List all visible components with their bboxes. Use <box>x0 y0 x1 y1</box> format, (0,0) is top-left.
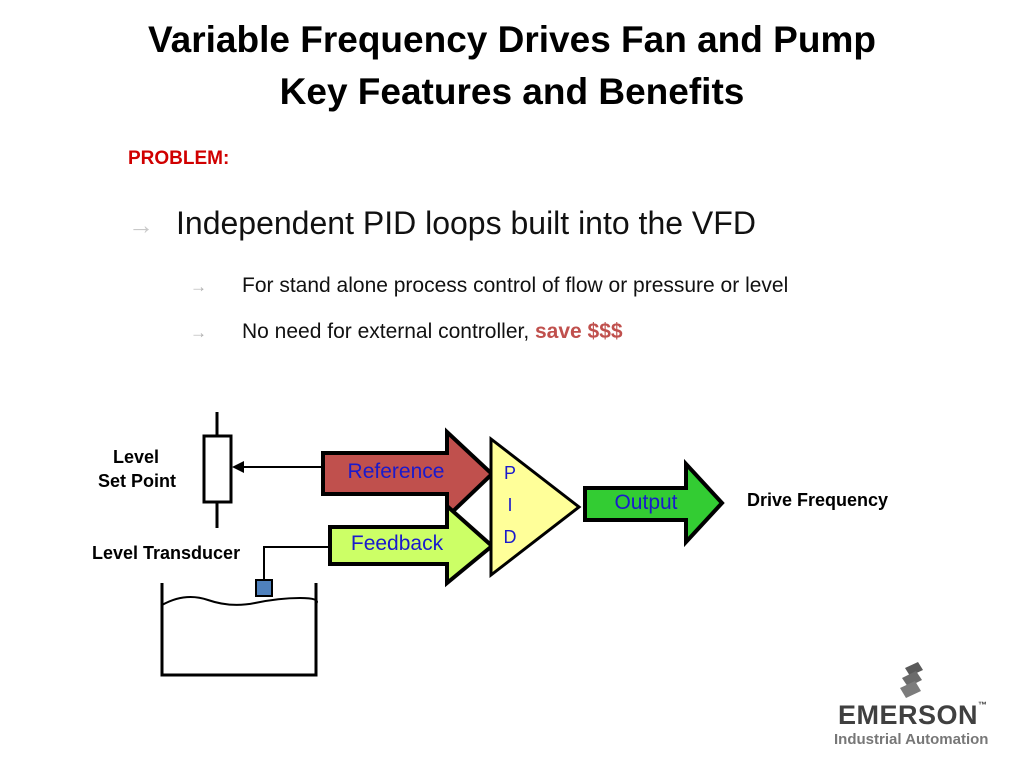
bullet-sub-2-text: No need for external controller, <box>242 320 535 343</box>
reference-arrow <box>321 427 495 522</box>
arrow-bullet-icon: → <box>128 210 154 240</box>
bullet-main-text: Independent PID loops built into the VFD <box>176 205 756 241</box>
emerson-wordmark: EMERSON™ <box>838 700 988 731</box>
arrow-bullet-icon: → <box>190 323 207 342</box>
output-label: Output <box>614 491 678 514</box>
title-line-2: Key Features and Benefits <box>279 71 745 112</box>
setpoint-potentiometer <box>202 434 233 504</box>
feedback-arrow <box>328 501 496 588</box>
pid-d-label: D <box>503 527 517 547</box>
emerson-logo-icon <box>900 662 923 698</box>
wiper-arrowhead-icon <box>232 461 244 473</box>
bullet-sub-2: → No need for external controller, save $… <box>190 320 623 344</box>
bullet-main: → Independent PID loops built into the VF… <box>128 205 756 242</box>
tank <box>160 583 318 677</box>
pid-i-label: I <box>507 495 513 515</box>
problem-label: PROBLEM: <box>128 148 230 169</box>
transducer-wire <box>263 546 330 581</box>
arrow-bullet-icon: → <box>190 277 207 296</box>
emerson-subtitle: Industrial Automation <box>834 731 989 748</box>
setpoint-label: Level Set Point <box>98 445 177 493</box>
pid-p-label: P <box>503 463 516 483</box>
liquid-surface <box>161 595 318 606</box>
save-money-highlight: save $$$ <box>535 320 623 343</box>
output-arrow <box>583 458 725 548</box>
reference-label: Reference <box>347 460 445 483</box>
drive-frequency-label: Drive Frequency <box>747 490 889 510</box>
setpoint-label-line-1: Level <box>112 447 160 467</box>
feedback-label: Feedback <box>350 532 444 555</box>
emerson-name: EMERSON <box>838 700 979 730</box>
level-transducer-label: Level Transducer <box>92 543 241 563</box>
bullet-sub-1-text: For stand alone process control of flow … <box>242 274 789 297</box>
setpoint-label-line-2: Set Point <box>98 471 177 491</box>
trademark-symbol: ™ <box>978 700 988 710</box>
level-sensor <box>255 579 273 597</box>
title-line-1: Variable Frequency Drives Fan and Pump <box>148 19 876 60</box>
slide-title: Variable Frequency Drives Fan and Pump K… <box>0 14 1024 118</box>
bullet-sub-1: → For stand alone process control of flow… <box>190 274 788 298</box>
pid-block <box>489 435 582 579</box>
